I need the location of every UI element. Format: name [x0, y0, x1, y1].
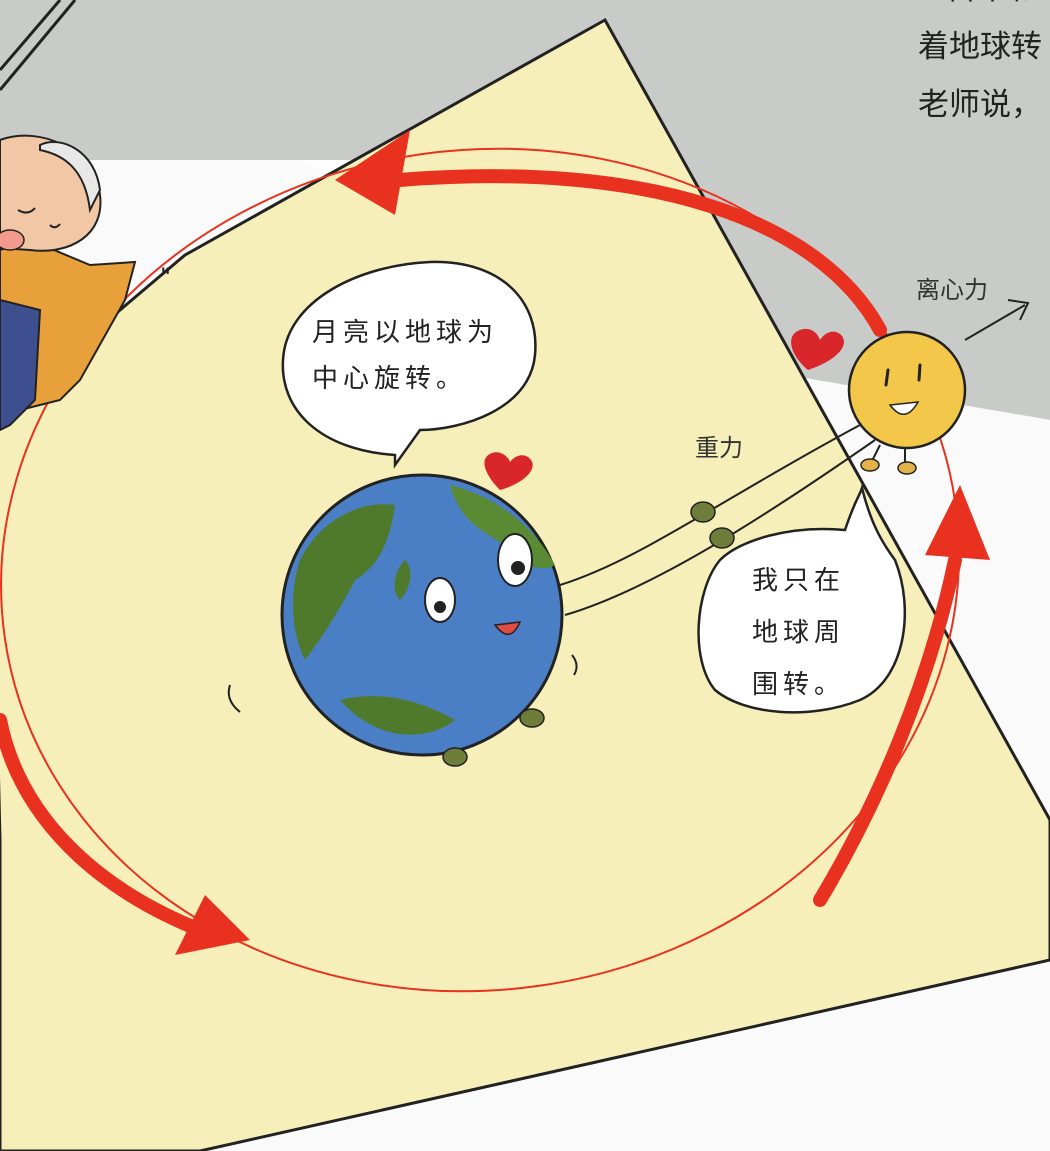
- book-text-line: 老师说，: [918, 87, 1042, 123]
- orbit-arrow-right: [813, 553, 962, 907]
- book-text-line: 吾来和: [918, 0, 1042, 18]
- bubble-left-text: 月亮以地球为 中心旋转。: [312, 310, 498, 402]
- earth-hand: [690, 501, 716, 523]
- kid-character: [0, 134, 137, 432]
- arrow-head-left: [175, 895, 250, 955]
- centrifugal-arrow: [964, 299, 1030, 341]
- arrow-head-right: [925, 485, 990, 560]
- bubble-right-text: 我只在 地球周 围转。: [752, 555, 845, 711]
- arrow-head-top: [335, 130, 410, 215]
- speech-bubble-right: [697, 483, 906, 714]
- book-edge: [0, 0, 77, 91]
- bubble-line: 月亮以地球为: [312, 318, 499, 348]
- bubble-line: 围转。: [752, 670, 846, 700]
- bubble-line: 中心旋转。: [312, 364, 468, 394]
- earth-hand: [709, 527, 735, 549]
- gravity-rope: [559, 424, 861, 586]
- sound-mark: ": [160, 263, 171, 291]
- orbit-arrow-left: [0, 713, 207, 937]
- gravity-rope: [564, 439, 876, 616]
- bubble-line: 地球周: [752, 618, 846, 648]
- book-text: 吾来和 着地球转 老师说，: [918, 0, 1042, 134]
- heart-icon: [791, 328, 844, 370]
- bubble-line: 我只在: [752, 566, 846, 596]
- earth-character: [227, 473, 578, 767]
- speech-bubble-left: [281, 260, 537, 469]
- centrifugal-force-label: 离心力: [916, 276, 988, 304]
- heart-icon: [484, 452, 533, 490]
- orbit-arrow-top: [393, 169, 887, 337]
- grey-background: [0, 0, 1050, 420]
- moon-character: [847, 330, 967, 475]
- gravity-label: 重力: [695, 434, 743, 462]
- book-text-line: 着地球转: [918, 29, 1042, 65]
